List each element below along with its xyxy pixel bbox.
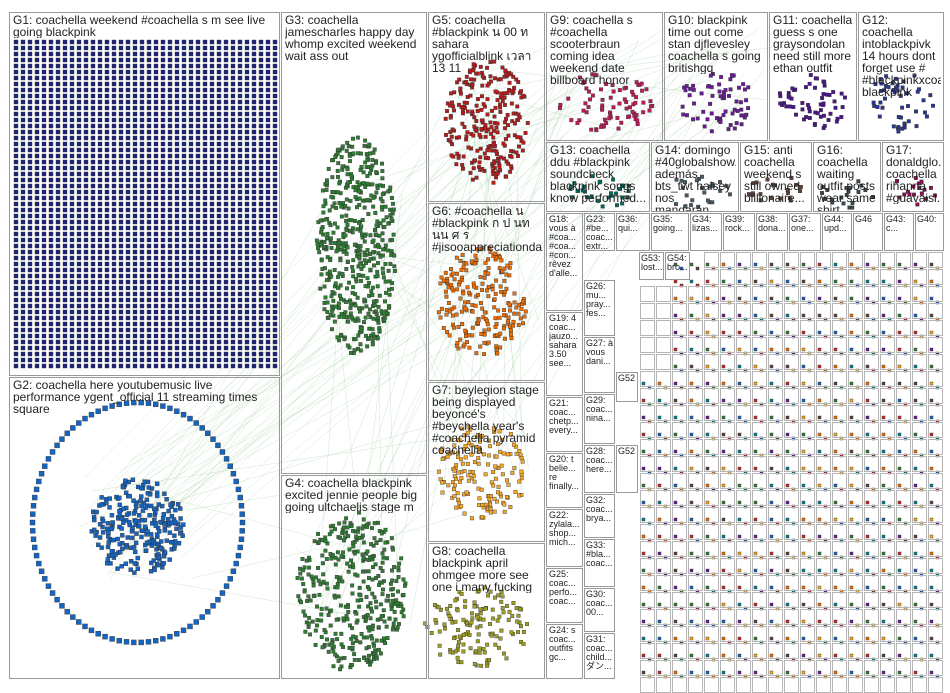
node <box>690 263 693 266</box>
node <box>674 280 677 283</box>
node <box>696 267 699 270</box>
node <box>690 280 693 283</box>
